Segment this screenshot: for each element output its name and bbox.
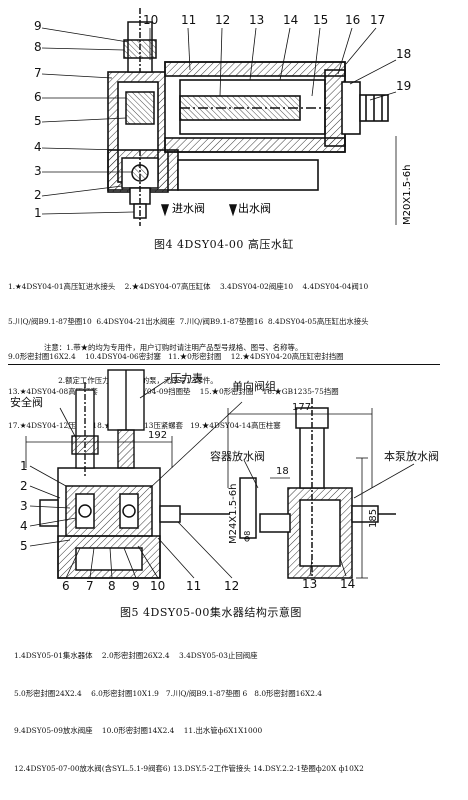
fig4-legend-line: 1.★4DSY04-01高压缸进水接头 2.★4DSY04-07高压缸体 3.4… bbox=[8, 282, 369, 292]
fig4-callout-12: 12 bbox=[215, 13, 230, 27]
fig5-labels: 安全阀 压力表 单向阀组 容器放水阀 本泵放水阀 bbox=[10, 371, 439, 463]
manual-page: 9 8 7 6 5 4 3 2 1 10 11 12 13 14 15 16 1… bbox=[8, 8, 440, 773]
fig4-legend-line: 13.★4DSY04-08高压缸套 14.★4DSY04-09挡圈垫 15.★0… bbox=[8, 386, 339, 396]
fig4-callout-6: 6 bbox=[34, 90, 42, 104]
fig5-callout-11: 11 bbox=[186, 579, 201, 593]
fig4-callout-19: 19 bbox=[396, 79, 411, 93]
fig5-dim-185: 185 bbox=[368, 509, 379, 528]
fig4-callout-10: 10 bbox=[143, 13, 158, 27]
fig4-callout-9: 9 bbox=[34, 19, 42, 33]
fig5-diameter: Φ8 bbox=[243, 531, 252, 542]
fig5-callout-1: 1 bbox=[20, 459, 28, 473]
fig4-callout-numbers: 9 8 7 6 5 4 3 2 1 10 11 12 13 14 15 16 1… bbox=[34, 13, 411, 220]
fig5-callout-numbers: 1 2 3 4 5 6 7 8 9 10 11 12 13 14 bbox=[20, 459, 355, 593]
fig5-callout-4: 4 bbox=[20, 519, 28, 533]
fig5-check-valve-label: 单向阀组 bbox=[232, 379, 276, 393]
fig5-pressure-gauge-label: 压力表 bbox=[170, 371, 203, 385]
fig4-inlet-fitting bbox=[121, 150, 238, 226]
fig4-callout-5: 5 bbox=[34, 114, 42, 128]
fig5-dim-18: 18 bbox=[276, 466, 289, 477]
fig5-dim-177: 177 bbox=[292, 402, 311, 413]
fig5-safety-valve-label: 安全阀 bbox=[10, 395, 43, 409]
fig5-container-drain-label: 容器放水阀 bbox=[210, 449, 265, 463]
fig4-callout-11: 11 bbox=[181, 13, 196, 27]
fig4-callout-8: 8 bbox=[34, 40, 42, 54]
fig4-outlet-fitting bbox=[123, 8, 157, 125]
section-divider bbox=[8, 364, 440, 365]
fig4-callout-18: 18 bbox=[396, 47, 411, 61]
fig4-caption: 图4 4DSY04-00 高压水缸 bbox=[154, 238, 294, 251]
fig5-callout-14: 14 bbox=[340, 577, 355, 591]
fig4-outlet-valve-label: 出水阀 bbox=[238, 201, 271, 215]
fig4-callout-1: 1 bbox=[34, 206, 42, 220]
fig4-callout-3: 3 bbox=[34, 164, 42, 178]
fig4-callout-4: 4 bbox=[34, 140, 42, 154]
fig5-caption: 图5 4DSY05-00集水器结构示意图 bbox=[120, 606, 302, 619]
fig5-legend-line: 12.4DSY05-07-00放水阀(含SYL.5.1-9阀套6) 13.DSY… bbox=[14, 763, 364, 773]
fig5-legend-line: 5.0形密封圈24X2.4 6.0形密封圈10X1.9 7.川Q/阀B9.1-8… bbox=[14, 688, 323, 698]
fig5-callout-8: 8 bbox=[108, 579, 116, 593]
fig4-legend-line: 5.川Q/阀B9.1-87垫圈10 6.4DSY04-21出水阀座 7.川Q/阀… bbox=[8, 316, 369, 326]
fig4-callout-2: 2 bbox=[34, 188, 42, 202]
fig5-dimension-lines bbox=[25, 408, 373, 579]
fig5-callout-9: 9 bbox=[132, 579, 140, 593]
fig5-thread-spec: M24X1.5-6h bbox=[228, 484, 239, 544]
fig4-callout-17: 17 bbox=[370, 13, 385, 27]
fig4-thread-spec: M20X1.5-6h bbox=[402, 165, 413, 225]
fig5-collector-body bbox=[39, 467, 230, 579]
fig5-callout-2: 2 bbox=[20, 479, 28, 493]
fig5-callout-5: 5 bbox=[20, 539, 28, 553]
fig4-legend-line: 9.0形密封圈16X2.4 10.4DSY04-06密封塞 11.★0形密封圈 … bbox=[8, 351, 344, 361]
fig4-note-line: 注意：1.带★的均为专用件，用户订购时请注明产品型号规格、图号、名称等。 bbox=[44, 343, 303, 352]
fig5-callout-13: 13 bbox=[302, 577, 317, 591]
fig5-callout-7: 7 bbox=[86, 579, 94, 593]
fig5-pressure-gauge bbox=[107, 369, 145, 469]
fig5-dim-192: 192 bbox=[148, 430, 167, 441]
fig5-callout-10: 10 bbox=[150, 579, 165, 593]
fig4-callout-7: 7 bbox=[34, 66, 42, 80]
fig5-legend-line: 1.4DSY05-01集水器体 2.0形密封圈26X2.4 3.4DSY05-0… bbox=[14, 651, 258, 660]
fig5-callout-3: 3 bbox=[20, 499, 28, 513]
fig4-callout-16: 16 bbox=[345, 13, 360, 27]
fig5-legend-line: 9.4DSY05-09放水阀座 10.0形密封圈14X2.4 11.出水管ф6X… bbox=[14, 726, 263, 735]
fig4-drawing: 9 8 7 6 5 4 3 2 1 10 11 12 13 14 15 16 1… bbox=[34, 8, 413, 226]
fig5-pump-drain-label: 本泵放水阀 bbox=[384, 449, 439, 463]
fig4-leaders bbox=[41, 27, 397, 225]
fig4-callout-14: 14 bbox=[283, 13, 298, 27]
fig5-safety-valve bbox=[71, 382, 99, 478]
fig4-callout-15: 15 bbox=[313, 13, 328, 27]
fig5-callout-12: 12 bbox=[224, 579, 239, 593]
fig4-callout-13: 13 bbox=[249, 13, 264, 27]
fig4-inlet-valve-label: 进水阀 bbox=[172, 201, 205, 215]
fig5-drawing: 安全阀 压力表 单向阀组 容器放水阀 本泵放水阀 177 192 18 185 … bbox=[10, 369, 439, 593]
fig5-parts-legend: 1.4DSY05-01集水器体 2.0形密封圈26X2.4 3.4DSY05-0… bbox=[14, 625, 364, 800]
fig5-callout-6: 6 bbox=[62, 579, 70, 593]
fig5-dimension-values: 177 192 18 185 M24X1.5-6h Φ8 bbox=[148, 402, 379, 544]
fig5-leaders bbox=[29, 377, 415, 579]
fig5-drain-valve-body bbox=[239, 398, 396, 579]
